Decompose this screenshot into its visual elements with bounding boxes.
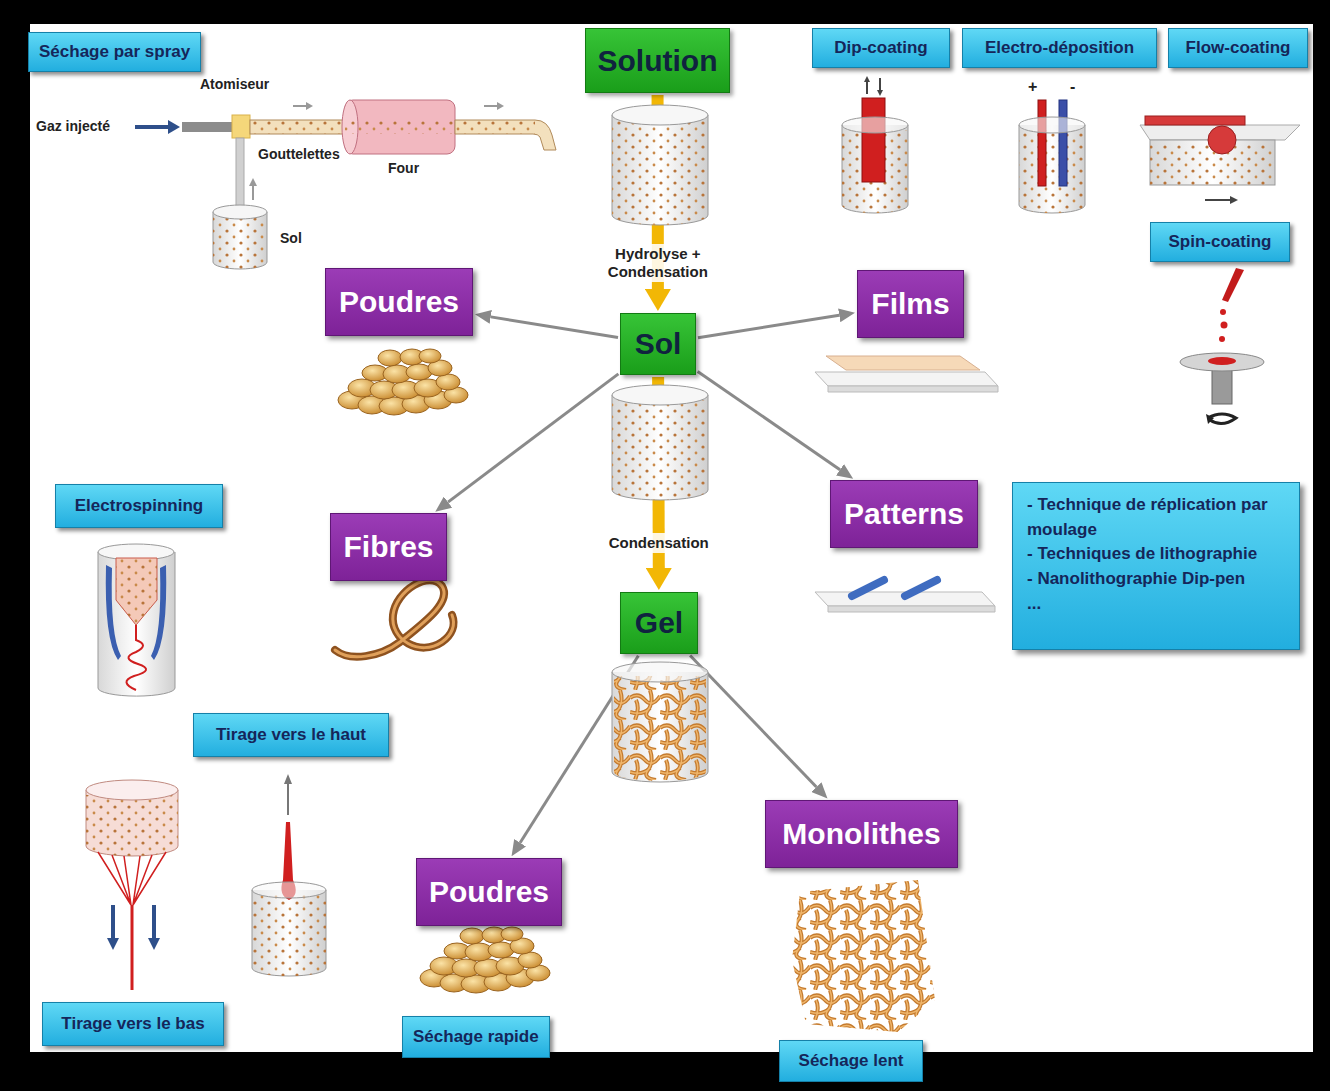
method-label: Séchage par spray <box>28 32 201 72</box>
node-text: Tirage vers le haut <box>216 725 366 745</box>
node-text: Electro-déposition <box>985 38 1134 58</box>
part-label: Gaz injecté <box>36 118 110 134</box>
node-text: Solution <box>598 44 718 78</box>
method-label: Tirage vers le haut <box>193 713 389 757</box>
spin-coating-figure <box>1180 268 1264 424</box>
part-label: Four <box>388 160 419 176</box>
downward-drawing-figure <box>86 780 178 990</box>
node-text: Gel <box>635 606 683 640</box>
node-text: Séchage par spray <box>39 42 190 62</box>
node-text: Films <box>871 287 949 321</box>
node-text: Fibres <box>343 530 433 564</box>
product-box: Poudres <box>416 858 562 926</box>
node-text: Sol <box>635 327 682 361</box>
pattern-figure <box>815 580 995 612</box>
product-box: Poudres <box>325 268 473 336</box>
method-list-box: - Technique de réplication par moulage- … <box>1012 482 1300 650</box>
flow-coating-figure <box>1140 116 1300 204</box>
node-text: Patterns <box>844 497 964 531</box>
node-text: Monolithes <box>782 817 940 851</box>
node-text: Poudres <box>429 875 549 909</box>
product-arrow <box>491 317 618 338</box>
spray-dryer <box>135 100 556 269</box>
product-box: Patterns <box>830 480 978 548</box>
product-arrow <box>448 374 618 502</box>
sol-beaker <box>612 385 708 500</box>
solution-beaker <box>612 105 708 225</box>
method-label: Dip-coating <box>812 28 950 68</box>
node-text: Séchage rapide <box>413 1027 539 1047</box>
method-label: Séchage lent <box>779 1040 923 1082</box>
product-box: Fibres <box>330 513 447 581</box>
part-label: Atomiseur <box>200 76 269 92</box>
stage-box: Sol <box>620 313 696 375</box>
stage-box: Gel <box>620 592 698 654</box>
method-label: Séchage rapide <box>402 1016 550 1058</box>
node-text: ... <box>1027 592 1041 617</box>
node-text: - Techniques de lithographie <box>1027 542 1257 567</box>
white-panel <box>30 24 1313 1052</box>
fiber-figure <box>335 580 454 656</box>
dip-coating-figure <box>842 76 908 213</box>
powder-figure <box>420 927 550 993</box>
gel-beaker <box>612 662 708 782</box>
node-text: Electrospinning <box>75 496 203 516</box>
node-text: Tirage vers le bas <box>61 1014 204 1034</box>
product-box: Films <box>857 270 964 338</box>
edge-label: Hydrolyse + Condensation <box>605 244 711 282</box>
part-label: - <box>1070 78 1075 96</box>
upward-drawing-figure <box>252 774 326 976</box>
node-text: - Nanolithographie Dip-pen <box>1027 567 1245 592</box>
method-label: Electrospinning <box>55 484 223 528</box>
edge-label: Condensation <box>606 533 712 553</box>
node-text: Spin-coating <box>1169 232 1272 252</box>
node-text: Flow-coating <box>1186 38 1291 58</box>
electrodeposition-figure <box>1019 100 1085 213</box>
film-figure <box>815 356 998 392</box>
monolith-figure <box>792 880 935 1032</box>
node-text: Poudres <box>339 285 459 319</box>
method-label: Electro-déposition <box>962 28 1157 68</box>
part-label: Gouttelettes <box>258 146 340 162</box>
part-label: + <box>1028 78 1037 96</box>
product-box: Monolithes <box>765 800 958 868</box>
product-arrow <box>698 315 839 337</box>
product-arrow <box>698 371 840 469</box>
node-text: Dip-coating <box>834 38 928 58</box>
method-label: Flow-coating <box>1168 28 1308 68</box>
stage-box: Solution <box>585 28 730 93</box>
method-label: Tirage vers le bas <box>42 1002 224 1046</box>
node-text: Séchage lent <box>799 1051 904 1071</box>
node-text: - Technique de réplication par moulage <box>1027 493 1285 542</box>
method-label: Spin-coating <box>1150 222 1290 262</box>
part-label: Sol <box>280 230 302 246</box>
powder-figure <box>338 349 468 415</box>
electrospinning-figure <box>98 544 175 696</box>
product-arrow <box>690 655 816 787</box>
